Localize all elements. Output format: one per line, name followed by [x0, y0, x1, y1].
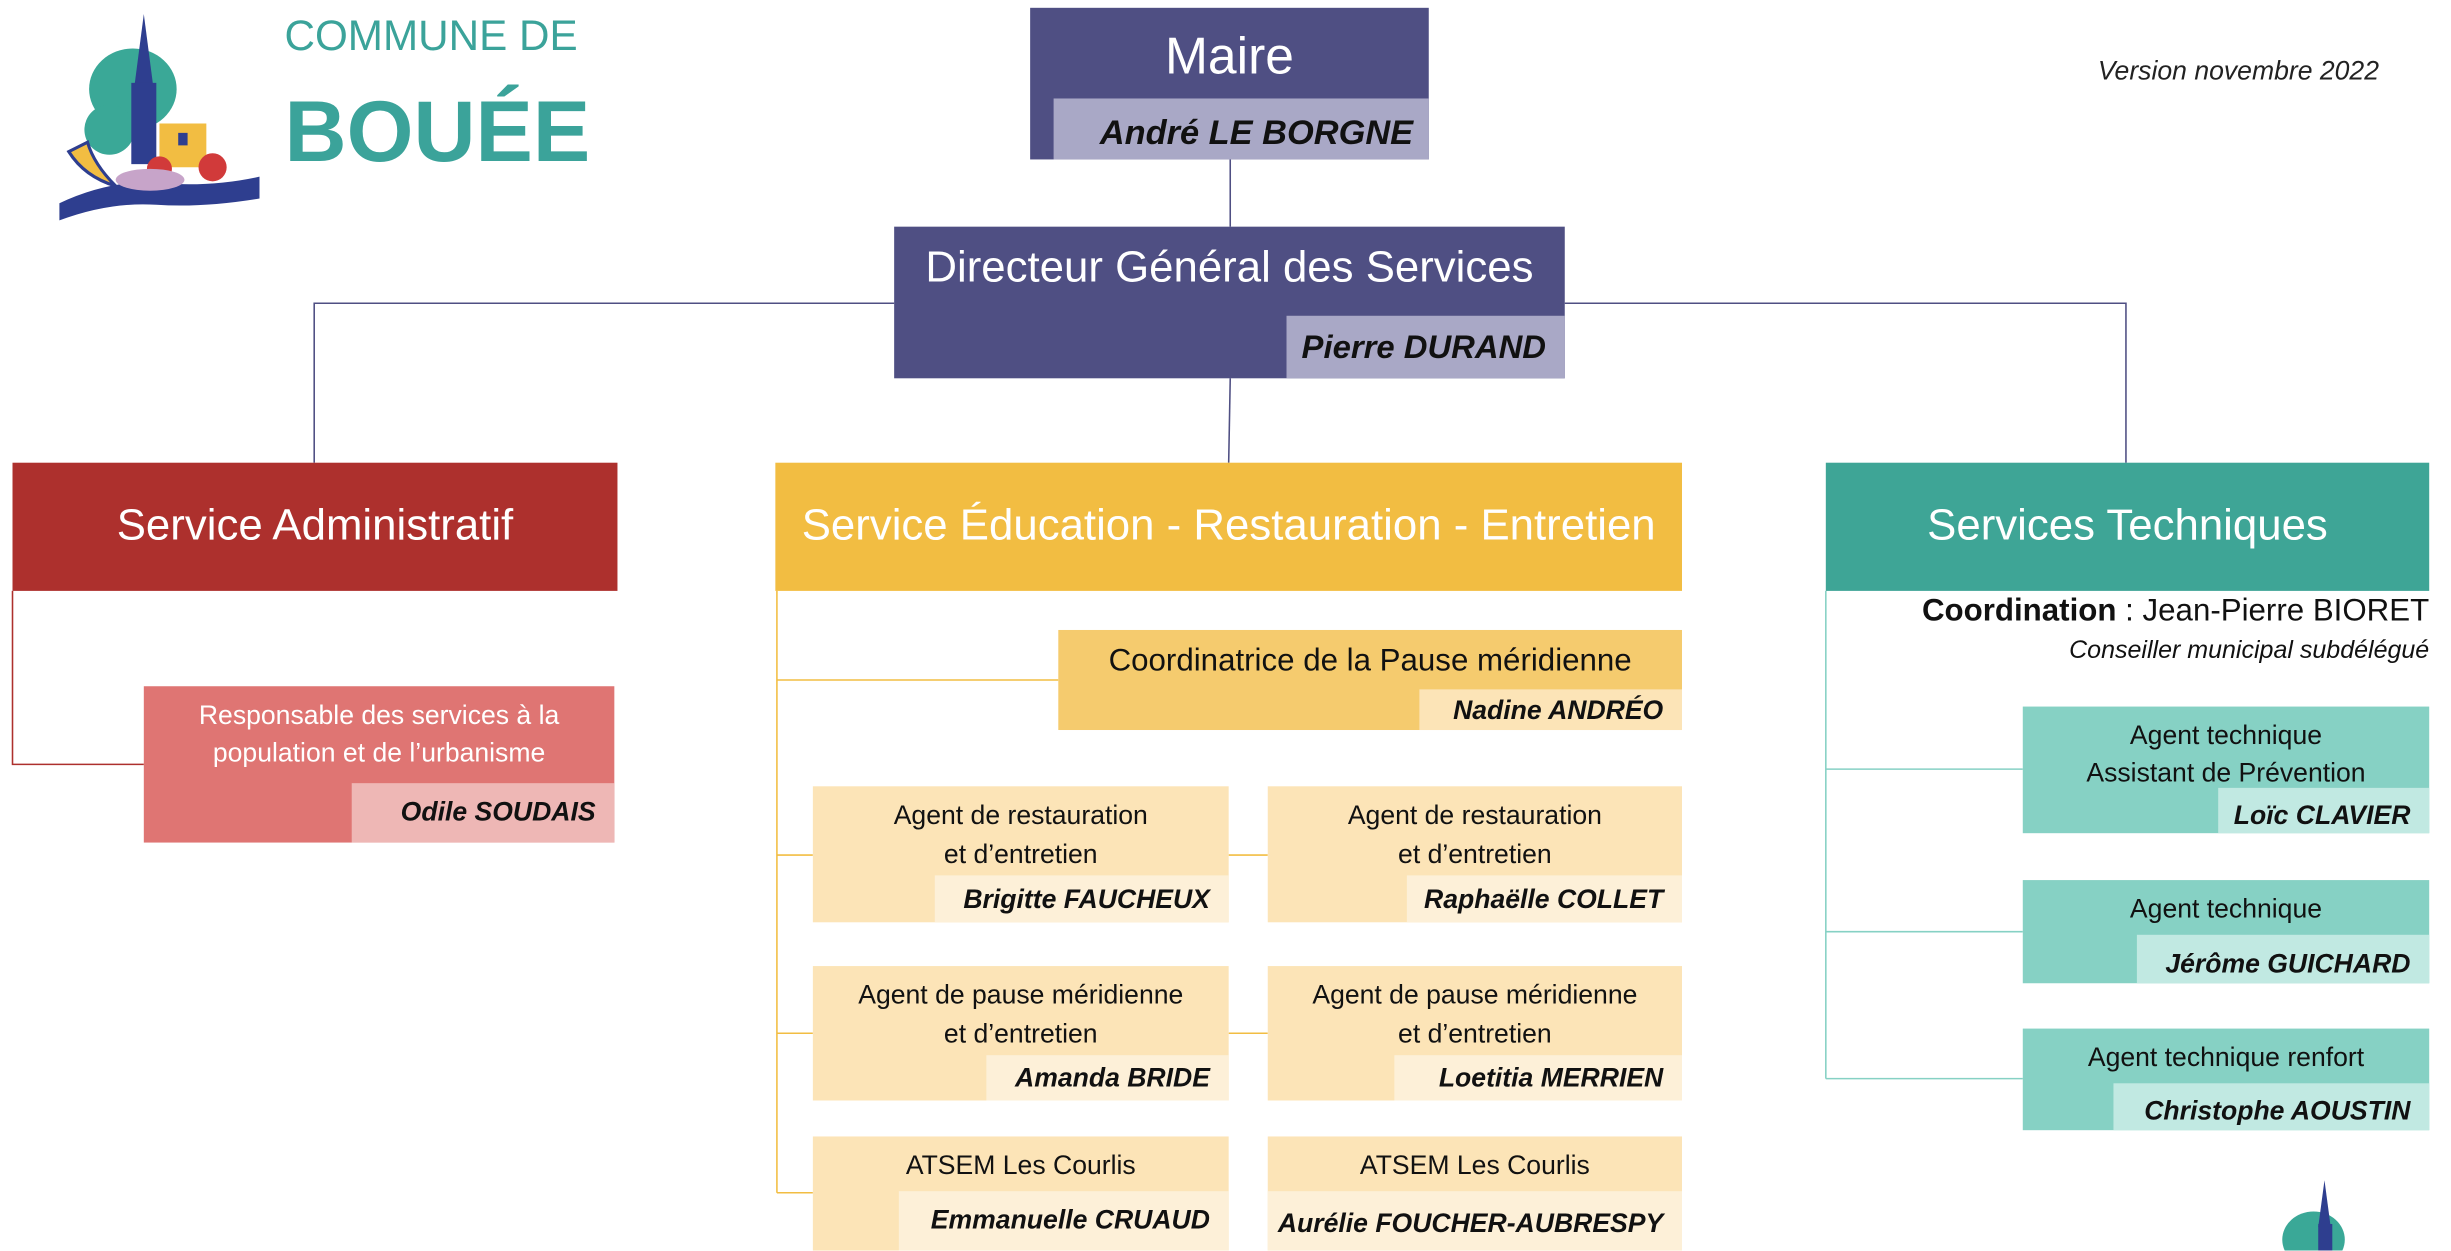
edu-agent-box: Agent de pause méridienne et d’entretien…	[812, 966, 1229, 1101]
tech-agent-name-tag: Loïc CLAVIER	[2218, 787, 2430, 834]
tech-agent-name: Christophe AOUSTIN	[2144, 1095, 2411, 1126]
edu-agent-box: Agent de pause méridienne et d’entretien…	[1267, 966, 1683, 1101]
coordinator-name-tag: Nadine ANDRÉO	[1419, 689, 1683, 731]
admin-header: Service Administratif	[12, 462, 618, 591]
dgs-name-tag: Pierre DURAND	[1286, 315, 1565, 379]
edu-agent-name: Aurélie FOUCHER-AUBRESPY	[1277, 1208, 1664, 1239]
edu-agent-role-line1: Agent de pause méridienne	[1312, 980, 1638, 1010]
admin-role-line2: population et de l’urbanisme	[212, 737, 546, 768]
edu-agent-name: Raphaëlle COLLET	[1424, 884, 1664, 915]
edu-agent-box: ATSEM Les Courlis Emmanuelle CRUAUD	[812, 1136, 1229, 1251]
edu-agent-box: Agent de restauration et d’entretien Rap…	[1267, 786, 1683, 923]
coordination-value: : Jean-Pierre BIORET	[2116, 594, 2430, 629]
edu-agent-name-tag: Aurélie FOUCHER-AUBRESPY	[1267, 1191, 1683, 1251]
coordinator-box: Coordinatrice de la Pause méridienne Nad…	[1058, 629, 1683, 731]
admin-name-tag: Odile SOUDAIS	[351, 783, 615, 843]
admin-responsable-box: Responsable des services à la population…	[143, 686, 615, 843]
edu-agent-role-line1: Agent de restauration	[893, 800, 1148, 831]
commune-de-label: COMMUNE DE	[284, 12, 578, 60]
maire-title: Maire	[1164, 26, 1294, 85]
tech-agent-name: Jérôme GUICHARD	[2165, 948, 2411, 979]
village-logo-icon	[59, 14, 260, 221]
maire-box: Maire André LE BORGNE	[1030, 7, 1429, 160]
edu-agent-name: Emmanuelle CRUAUD	[930, 1205, 1210, 1235]
coordination-sub: Conseiller municipal subdélégué	[2069, 637, 2430, 665]
education-title: Service Éducation - Restauration - Entre…	[801, 500, 1656, 549]
edu-agent-name-tag: Amanda BRIDE	[986, 1055, 1229, 1101]
edu-agent-role-line2: et d’entretien	[1398, 1019, 1552, 1049]
coordination-label: Coordination	[1921, 594, 2117, 629]
technique-header: Services Techniques	[1825, 462, 2430, 591]
dgs-box: Directeur Général des Services Pierre DU…	[894, 226, 1565, 379]
technique-title: Services Techniques	[1927, 500, 2328, 549]
edu-agent-name: Loetitia MERRIEN	[1438, 1062, 1664, 1093]
admin-title: Service Administratif	[116, 500, 514, 549]
edu-agent-role-line1: ATSEM Les Courlis	[905, 1150, 1136, 1181]
edu-agent-role-line1: ATSEM Les Courlis	[1359, 1150, 1590, 1181]
edu-agent-name-tag: Brigitte FAUCHEUX	[934, 875, 1229, 923]
edu-agent-name-tag: Loetitia MERRIEN	[1394, 1055, 1683, 1101]
edu-agent-box: ATSEM Les Courlis Aurélie FOUCHER-AUBRES…	[1267, 1136, 1683, 1251]
tech-agent-box: Agent technique Jérôme GUICHARD	[2022, 880, 2430, 984]
edu-agent-name-tag: Emmanuelle CRUAUD	[898, 1191, 1229, 1251]
tech-agent-role-line1: Agent technique	[2129, 894, 2323, 924]
tech-agent-name-tag: Jérôme GUICHARD	[2136, 934, 2430, 984]
village-logo-small-icon	[2282, 1180, 2345, 1251]
tech-agent-box: Agent technique renfort Christophe AOUST…	[2022, 1028, 2430, 1131]
maire-name: André LE BORGNE	[1099, 112, 1414, 152]
edu-agent-name: Amanda BRIDE	[1015, 1062, 1210, 1093]
edu-agent-box: Agent de restauration et d’entretien Bri…	[812, 786, 1229, 923]
tech-agent-role-line2: Assistant de Prévention	[2086, 758, 2366, 788]
admin-name: Odile SOUDAIS	[400, 797, 596, 827]
maire-name-tag: André LE BORGNE	[1053, 98, 1429, 160]
commune-name: BOUÉE	[284, 82, 591, 180]
tech-agent-name-tag: Christophe AOUSTIN	[2113, 1083, 2430, 1131]
tech-agent-name: Loïc CLAVIER	[2233, 800, 2411, 831]
dgs-name: Pierre DURAND	[1301, 329, 1547, 366]
coordinator-name: Nadine ANDRÉO	[1453, 695, 1664, 726]
edu-agent-role-line1: Agent de restauration	[1347, 800, 1602, 831]
edu-agent-name: Brigitte FAUCHEUX	[963, 884, 1210, 915]
education-header: Service Éducation - Restauration - Entre…	[775, 462, 1683, 591]
coordinator-role: Coordinatrice de la Pause méridienne	[1108, 644, 1632, 679]
tech-agent-role-line1: Agent technique	[2129, 720, 2323, 751]
edu-agent-role-line2: et d’entretien	[943, 1019, 1098, 1049]
edu-agent-role-line1: Agent de pause méridienne	[858, 980, 1184, 1010]
edu-agent-name-tag: Raphaëlle COLLET	[1406, 875, 1683, 923]
coordination-line: Coordination : Jean-Pierre BIORET	[1922, 594, 2429, 630]
version-label: Version novembre 2022	[2097, 56, 2379, 86]
tech-agent-box: Agent technique Assistant de Prévention …	[2022, 706, 2430, 834]
edu-agent-role-line2: et d’entretien	[1398, 839, 1552, 870]
dgs-title: Directeur Général des Services	[925, 242, 1534, 291]
admin-role-line1: Responsable des services à la	[198, 700, 560, 731]
edu-agent-role-line2: et d’entretien	[943, 839, 1098, 870]
tech-agent-role-line1: Agent technique renfort	[2087, 1042, 2365, 1073]
